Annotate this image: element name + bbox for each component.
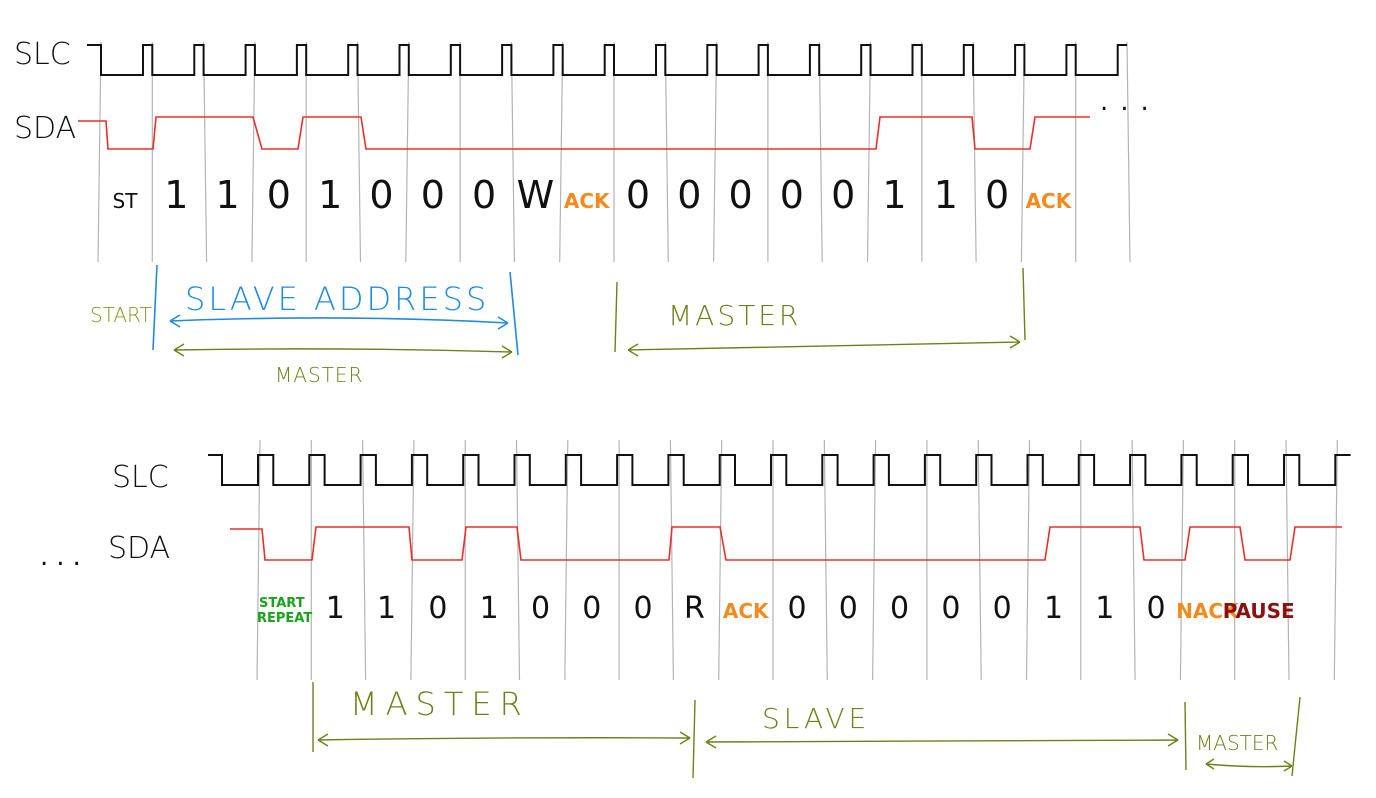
bit-label: ACK <box>723 599 770 623</box>
grid-line <box>251 41 256 263</box>
bit-label: 1 <box>1095 591 1114 626</box>
bit-label: 0 <box>428 591 447 626</box>
bit-label: 1 <box>318 173 342 217</box>
bottom-master-arrow-2 <box>1205 758 1293 772</box>
top-master-left-marker <box>614 281 618 353</box>
bit-label: 1 <box>377 591 396 626</box>
top-master-label-1: MASTER <box>275 363 363 387</box>
bottom-master-right-marker <box>692 699 696 779</box>
grid-line <box>515 439 521 681</box>
bottom-sda-label: SDA <box>108 531 170 566</box>
bit-label: 0 <box>993 591 1012 626</box>
grid-line <box>669 439 674 681</box>
grid-line <box>1333 439 1338 681</box>
top-grid-lines <box>97 41 1131 263</box>
grid-line <box>1126 41 1131 263</box>
top-master-arrow-2 <box>627 335 1021 357</box>
bit-label: 1 <box>216 173 240 217</box>
grid-line <box>1131 439 1136 681</box>
bit-label: 0 <box>421 173 445 217</box>
bit-label: 1 <box>480 591 499 626</box>
bit-label: ACK <box>564 189 611 213</box>
bottom-master-label-1: MASTER <box>350 685 530 723</box>
bit-label: 1 <box>882 173 906 217</box>
grid-line <box>664 41 669 263</box>
grid-line <box>256 439 261 681</box>
bit-label: 1 <box>326 591 345 626</box>
grid-line <box>356 41 362 263</box>
grid-line <box>818 41 823 263</box>
bit-label: 1 <box>1044 591 1063 626</box>
bit-label: 0 <box>890 591 909 626</box>
bottom-slave-arrow <box>705 733 1179 749</box>
bottom-master-arrow-1 <box>317 731 691 747</box>
bit-label: 0 <box>634 591 653 626</box>
top-slave-address-label: SLAVE ADDRESS <box>185 280 489 318</box>
bottom-continuation-dots: ... <box>40 542 89 572</box>
bit-label: 0 <box>831 173 855 217</box>
bit-label: 1 <box>164 173 188 217</box>
bit-label: 0 <box>780 173 804 217</box>
bit-label: W <box>517 173 555 217</box>
bottom-start-repeat-line2: REPEAT <box>257 611 312 626</box>
bit-label: ACK <box>1026 189 1073 213</box>
top-scl-label: SLC <box>14 37 71 72</box>
top-master-right-marker <box>1022 267 1026 341</box>
bit-label: 0 <box>472 173 496 217</box>
top-slave-address-arrow <box>169 314 509 330</box>
bit-label: 0 <box>839 591 858 626</box>
top-sda-label: SDA <box>14 111 76 146</box>
top-start-label: START <box>90 303 152 327</box>
top-master-label-2: MASTER <box>668 299 801 332</box>
grid-line <box>972 41 977 263</box>
grid-line <box>510 41 515 263</box>
bottom-master-label-2: MASTER <box>1196 731 1278 755</box>
grid-line <box>718 439 723 681</box>
bottom-slave-label: SLAVE <box>762 702 870 735</box>
bit-label: 0 <box>582 591 601 626</box>
bit-label: 0 <box>941 591 960 626</box>
grid-line <box>97 41 102 263</box>
grid-line <box>362 439 367 681</box>
bit-label: NACK <box>1176 599 1240 623</box>
bottom-master2-left-marker <box>1184 701 1187 771</box>
bit-label: 0 <box>267 173 291 217</box>
bit-label: 0 <box>787 591 806 626</box>
bit-label: R <box>684 591 705 626</box>
grid-line <box>559 41 564 263</box>
bit-label: 0 <box>531 591 550 626</box>
bit-label: 0 <box>369 173 393 217</box>
bit-label: 0 <box>729 173 753 217</box>
bit-label: ST <box>113 189 139 213</box>
bottom-sda-waveform <box>230 526 1342 561</box>
top-master-arrow-1 <box>173 343 513 359</box>
grid-line <box>866 41 872 263</box>
top-scl-waveform <box>87 44 1127 76</box>
bit-label: 1 <box>934 173 958 217</box>
bottom-master2-right-marker <box>1291 696 1301 777</box>
bit-label: 0 <box>985 173 1009 217</box>
bit-label: 0 <box>677 173 701 217</box>
grid-line <box>203 41 208 263</box>
bottom-scl-waveform <box>208 454 1351 486</box>
bottom-start-repeat-line1: START <box>259 596 305 611</box>
top-sda-waveform <box>78 116 1090 150</box>
bit-label: PAUSE <box>1223 599 1295 623</box>
bit-label: 0 <box>1147 591 1166 626</box>
grid-line <box>1020 41 1025 263</box>
top-start-marker <box>152 264 158 351</box>
top-continuation-dots: ... <box>1100 87 1161 117</box>
top-address-end-marker <box>509 271 519 356</box>
bit-label: 0 <box>626 173 650 217</box>
bottom-scl-label: SLC <box>112 460 169 495</box>
grid-line <box>405 41 410 263</box>
grid-line <box>713 41 718 263</box>
